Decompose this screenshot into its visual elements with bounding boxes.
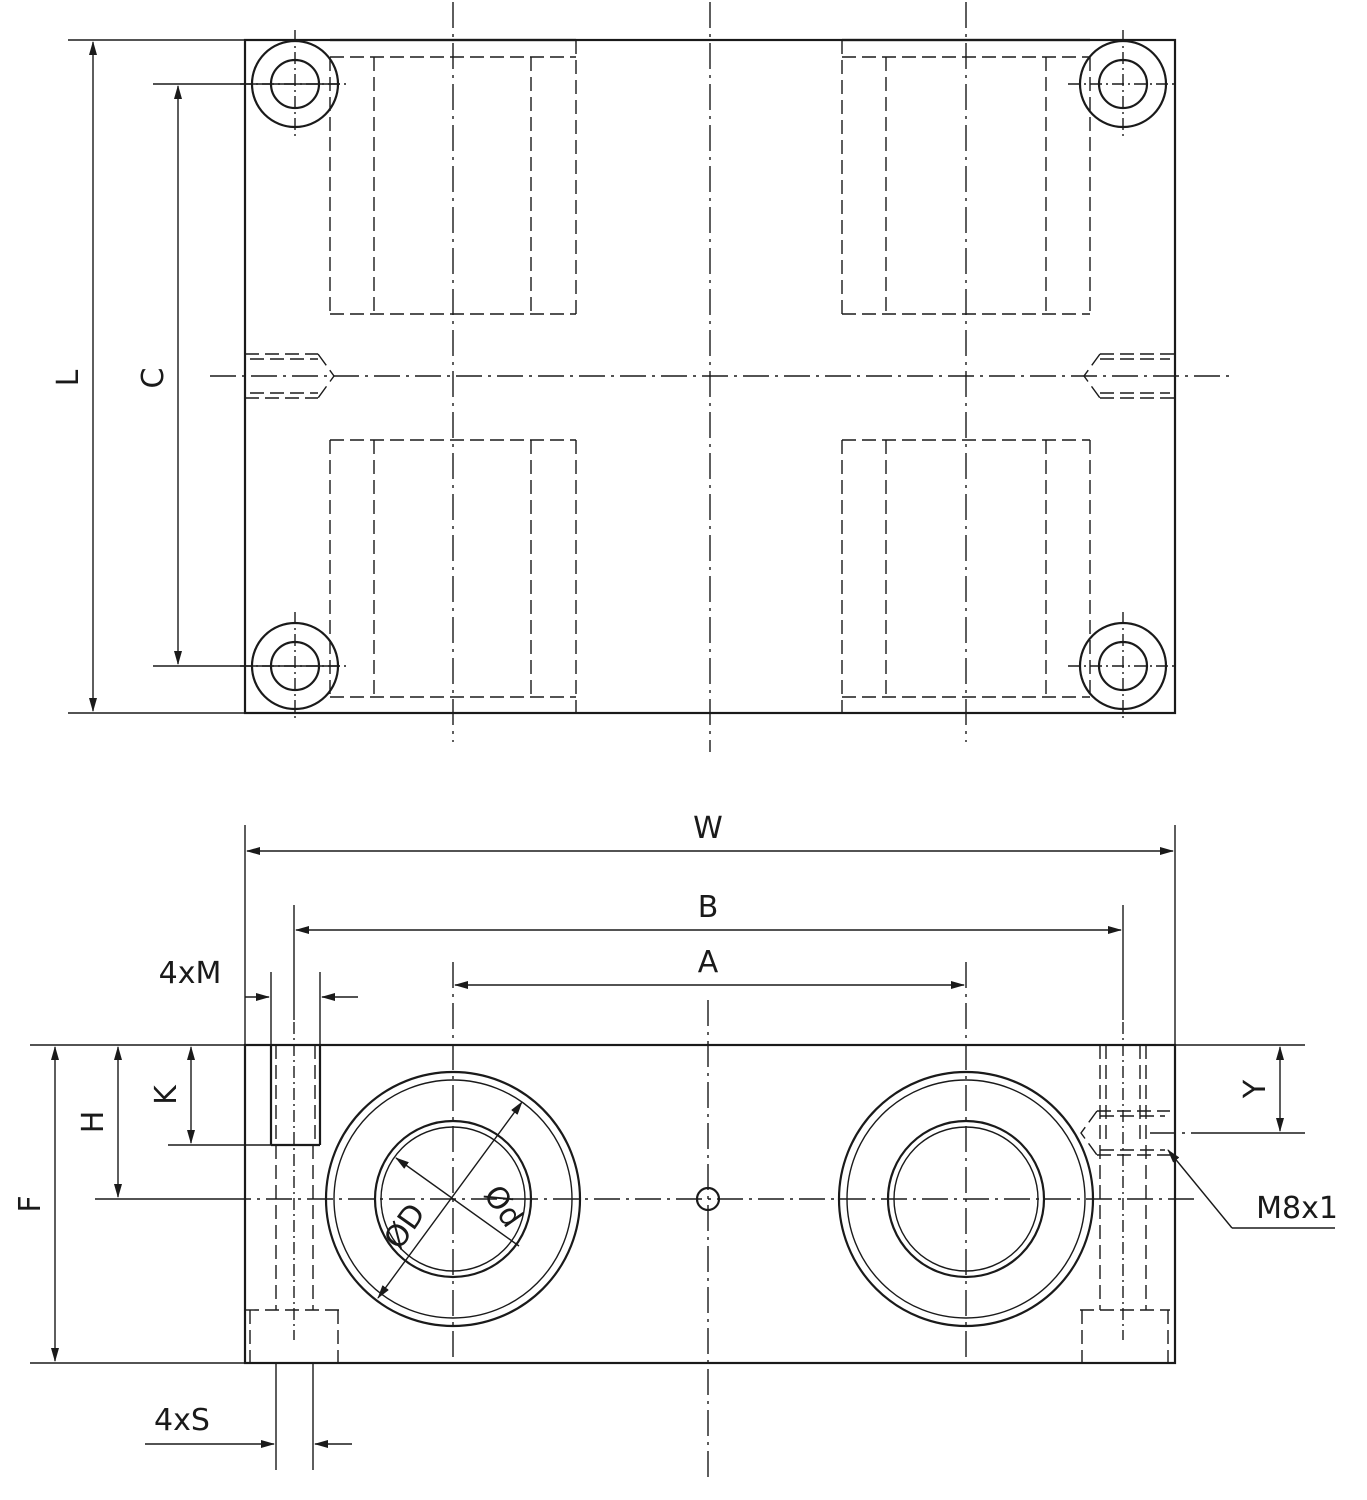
set-screw-left xyxy=(245,353,335,399)
label-L: L xyxy=(51,369,86,386)
top-view: L C xyxy=(51,2,1235,752)
thread-M8x1 xyxy=(1080,1110,1170,1156)
dimension-C: C xyxy=(136,83,340,667)
dimension-H: H xyxy=(76,1046,225,1200)
label-F: F xyxy=(13,1195,48,1212)
label-phi-d: Ød xyxy=(476,1179,529,1234)
bolt-right xyxy=(1080,1022,1170,1363)
callout-M8x1: M8x1 xyxy=(1167,1149,1338,1229)
label-4xM: 4xM xyxy=(159,956,222,991)
dimension-4xS: 4xS xyxy=(145,1363,352,1470)
front-view-outline xyxy=(243,1043,1177,1365)
dimension-Y: Y xyxy=(1175,1044,1305,1134)
bearing-top-left xyxy=(329,38,577,315)
label-H: H xyxy=(76,1111,111,1134)
label-phi-D: ØD xyxy=(377,1197,432,1255)
label-A: A xyxy=(698,945,719,980)
label-K: K xyxy=(149,1084,184,1105)
label-M8x1: M8x1 xyxy=(1256,1191,1338,1226)
label-C: C xyxy=(136,368,171,389)
bearing-bottom-right xyxy=(841,439,1091,713)
label-W: W xyxy=(693,811,723,846)
dimension-F: F xyxy=(13,1044,245,1364)
dimension-B: B xyxy=(293,890,1124,1020)
dimension-4xM: 4xM xyxy=(159,956,358,1045)
phi-D-leader-2 xyxy=(377,1101,523,1299)
dimension-W: W xyxy=(244,811,1176,1045)
dimension-L: L xyxy=(51,39,245,714)
label-4xS: 4xS xyxy=(154,1403,210,1438)
label-Y: Y xyxy=(1238,1079,1273,1099)
bolt-left xyxy=(245,1022,340,1363)
dimension-K: K xyxy=(149,1046,271,1146)
label-B: B xyxy=(698,890,719,925)
bearing-bottom-left xyxy=(329,439,577,713)
dimension-A: A xyxy=(454,945,965,989)
front-view: ØD Ød xyxy=(13,811,1338,1480)
